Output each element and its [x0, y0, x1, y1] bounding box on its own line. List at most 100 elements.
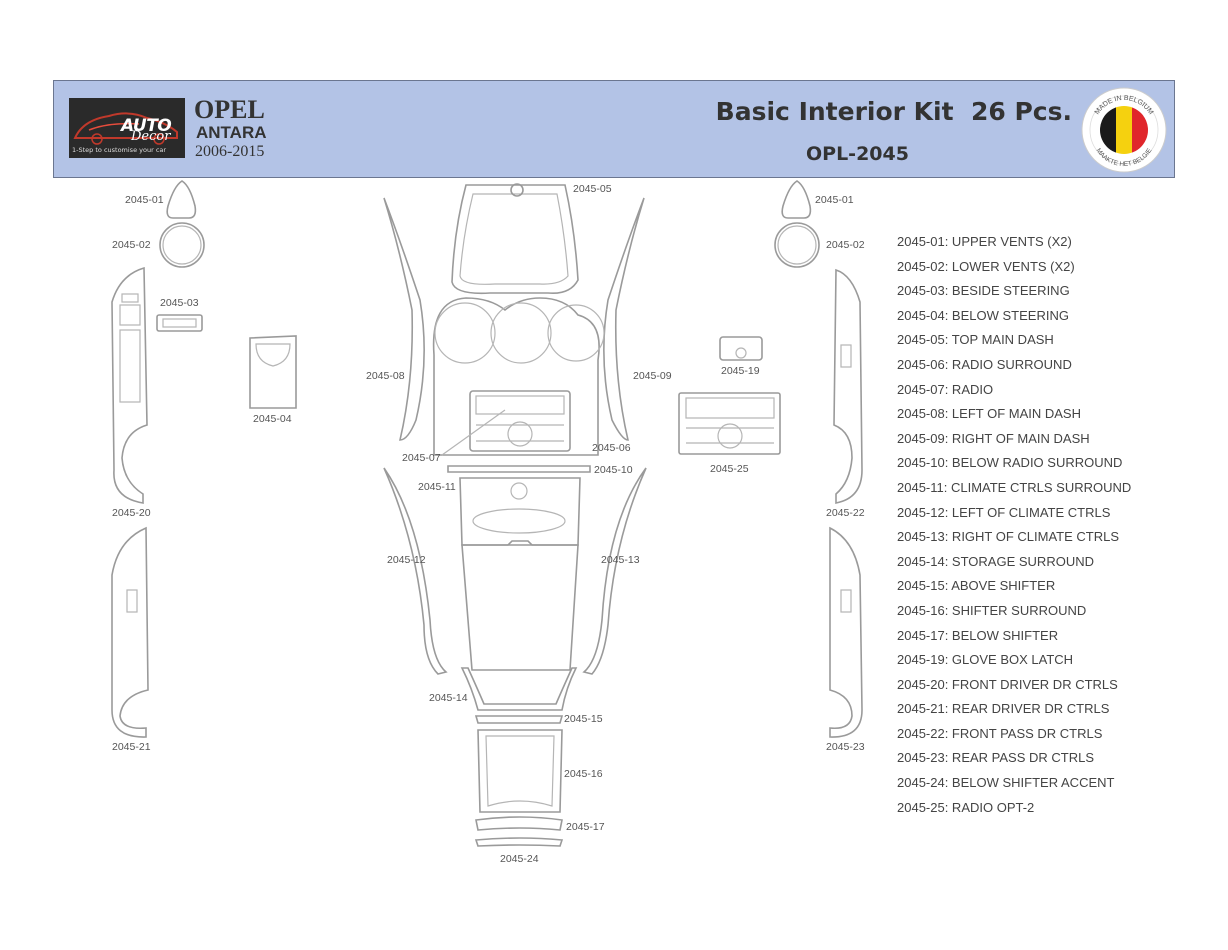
- label-2045-19: 2045-19: [721, 365, 760, 377]
- part-2045-05-knob: [510, 183, 524, 197]
- part-2045-14: [460, 667, 578, 711]
- autodecor-logo: AUTO Decor 1-Step to customise your car: [69, 98, 185, 158]
- parts-legend: 2045-01: UPPER VENTS (X2) 2045-02: LOWER…: [897, 234, 1131, 824]
- part-2045-07: [469, 390, 571, 452]
- legend-item: 2045-04: BELOW STEERING: [897, 307, 1069, 323]
- part-2045-02-left: [159, 222, 205, 268]
- car-silhouette-icon: [73, 112, 178, 145]
- legend-item: 2045-07: RADIO: [897, 381, 994, 397]
- label-2045-16: 2045-16: [564, 768, 603, 780]
- label-2045-25: 2045-25: [710, 463, 749, 475]
- legend-item: 2045-19: GLOVE BOX LATCH: [897, 652, 1074, 668]
- label-2045-02-right: 2045-02: [826, 239, 865, 251]
- part-2045-01-left: [166, 180, 197, 219]
- label-2045-12: 2045-12: [387, 554, 426, 566]
- legend-item: 2045-21: REAR DRIVER DR CTRLS: [897, 701, 1110, 717]
- part-2045-02-right: [774, 222, 820, 268]
- label-2045-20: 2045-20: [112, 507, 151, 519]
- legend-item: 2045-25: RADIO OPT-2: [897, 799, 1035, 815]
- label-2045-05: 2045-05: [573, 183, 612, 195]
- model-years: 2006-2015: [195, 143, 265, 160]
- label-2045-01-right: 2045-01: [815, 194, 854, 206]
- logo-tagline: 1-Step to customise your car: [72, 146, 167, 154]
- label-2045-02-left: 2045-02: [112, 239, 151, 251]
- part-2045-06: [432, 297, 600, 456]
- legend-item: 2045-11: CLIMATE CTRLS SURROUND: [897, 479, 1132, 495]
- part-2045-05: [451, 184, 579, 295]
- legend-item: 2045-17: BELOW SHIFTER: [897, 627, 1059, 643]
- label-2045-03: 2045-03: [160, 297, 199, 309]
- part-2045-04-cutout: [255, 343, 291, 367]
- part-2045-06-dial-2: [490, 302, 552, 364]
- part-2045-20-switch-3: [119, 329, 141, 403]
- legend-item: 2045-06: RADIO SURROUND: [897, 356, 1072, 372]
- label-2045-14: 2045-14: [429, 692, 468, 704]
- label-2045-22: 2045-22: [826, 507, 865, 519]
- part-2045-22-switch: [840, 344, 852, 368]
- label-2045-24: 2045-24: [500, 853, 539, 865]
- part-2045-25: [678, 392, 781, 455]
- part-2045-01-right: [781, 180, 812, 219]
- kit-code: OPL-2045: [806, 143, 909, 165]
- part-2045-12: [383, 467, 448, 675]
- part-2045-20-switch-1: [121, 293, 139, 303]
- part-2045-04: [249, 335, 297, 409]
- part-2045-06-dial-1: [434, 302, 496, 364]
- label-2045-01-left: 2045-01: [125, 194, 164, 206]
- label-2045-17: 2045-17: [566, 821, 605, 833]
- legend-item: 2045-15: ABOVE SHIFTER: [897, 578, 1056, 594]
- label-2045-13: 2045-13: [601, 554, 640, 566]
- part-2045-24: [474, 837, 564, 847]
- label-2045-15: 2045-15: [564, 713, 603, 725]
- legend-item: 2045-20: FRONT DRIVER DR CTRLS: [897, 676, 1118, 692]
- label-2045-06: 2045-06: [592, 442, 631, 454]
- legend-item: 2045-08: LEFT OF MAIN DASH: [897, 406, 1081, 422]
- made-in-belgium-badge-icon: MADE IN BELGIUM MAAKTE HET BELGIE: [1081, 87, 1167, 173]
- legend-item: 2045-10: BELOW RADIO SURROUND: [897, 455, 1123, 471]
- part-2045-07-knob: [507, 421, 533, 447]
- part-2045-15: [474, 715, 564, 724]
- part-2045-11-knob: [510, 482, 528, 500]
- part-2045-23: [829, 526, 863, 738]
- brand-name: OPEL: [194, 95, 265, 124]
- part-2045-17: [475, 816, 563, 831]
- label-2045-08: 2045-08: [366, 370, 405, 382]
- part-2045-11-vent: [472, 508, 566, 534]
- legend-item: 2045-16: SHIFTER SURROUND: [897, 602, 1087, 618]
- legend-item: 2045-14: STORAGE SURROUND: [897, 553, 1094, 569]
- part-2045-08: [383, 197, 425, 441]
- legend-item: 2045-22: FRONT PASS DR CTRLS: [897, 725, 1103, 741]
- part-2045-11: [459, 477, 581, 546]
- part-2045-10: [447, 465, 591, 473]
- legend-item: 2045-23: REAR PASS DR CTRLS: [897, 750, 1094, 766]
- label-2045-11: 2045-11: [418, 481, 456, 493]
- part-2045-09: [603, 197, 645, 441]
- part-2045-19-hole: [735, 347, 747, 359]
- model-name: ANTARA: [196, 123, 267, 142]
- part-2045-05-inner: [459, 193, 569, 285]
- part-2045-19: [719, 336, 763, 361]
- legend-item: 2045-24: BELOW SHIFTER ACCENT: [897, 775, 1115, 791]
- label-2045-21: 2045-21: [112, 741, 151, 753]
- legend-item: 2045-02: LOWER VENTS (X2): [897, 258, 1075, 274]
- part-2045-23-switch: [840, 589, 852, 613]
- logo-word: AUTO: [121, 116, 172, 136]
- part-2045-16: [477, 729, 563, 813]
- legend-item: 2045-12: LEFT OF CLIMATE CTRLS: [897, 504, 1111, 520]
- part-2045-21: [111, 526, 149, 738]
- part-2045-03: [156, 314, 203, 332]
- part-2045-16-inner: [485, 735, 555, 807]
- part-2045-20: [111, 266, 148, 504]
- part-2045-25-screen: [685, 397, 775, 419]
- part-2045-06-dial-3: [547, 304, 605, 362]
- legend-item: 2045-01: UPPER VENTS (X2): [897, 234, 1072, 249]
- part-2045-07-screen: [475, 395, 565, 415]
- part-2045-21-switch: [126, 589, 138, 613]
- part-2045-20-switch-2: [119, 304, 141, 326]
- logo-sub: Decor: [131, 129, 171, 144]
- part-2045-22: [833, 268, 863, 504]
- part-2045-02-left-inner: [162, 225, 202, 265]
- part-2045-storage-body: [461, 540, 579, 671]
- part-2045-13: [582, 467, 647, 675]
